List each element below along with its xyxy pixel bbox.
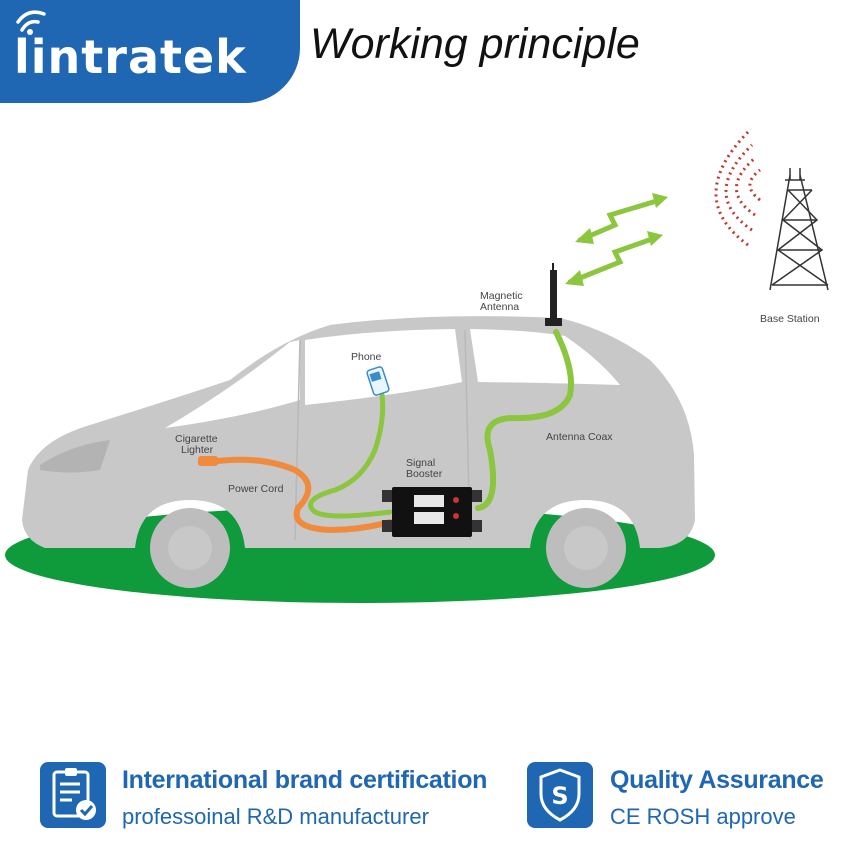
phone-cable bbox=[308, 392, 393, 519]
label-antenna-coax: Antenna Coax bbox=[546, 431, 613, 443]
cigarette-lighter-plug bbox=[198, 456, 218, 466]
car-window-front bbox=[305, 329, 462, 405]
antenna-coax-cable bbox=[475, 329, 575, 511]
clipboard-check-icon bbox=[40, 762, 106, 828]
label-power-cord: Power Cord bbox=[228, 483, 284, 495]
shield-s-icon: S bbox=[527, 762, 593, 828]
magnetic-antenna bbox=[550, 270, 557, 325]
footer-left-title: International brand certification bbox=[122, 766, 488, 794]
phone-device bbox=[366, 366, 390, 396]
car-window-rear bbox=[165, 340, 300, 428]
signal-booster-device bbox=[382, 487, 482, 537]
label-cigarette-lighter: Cigarette Lighter bbox=[175, 433, 218, 456]
radio-waves bbox=[714, 130, 761, 247]
footer-left-subtitle: professoinal R&D manufacturer bbox=[122, 804, 429, 829]
label-base-station: Base Station bbox=[760, 313, 820, 325]
working-principle-diagram bbox=[5, 130, 829, 603]
label-phone: Phone bbox=[351, 351, 382, 363]
power-cord-cable bbox=[207, 456, 393, 534]
car-headlight bbox=[40, 440, 110, 473]
wifi-signal-icon bbox=[16, 10, 46, 35]
footer-right-title: Quality Assurance bbox=[610, 766, 824, 794]
brand-name: lintratek bbox=[14, 30, 247, 84]
label-signal-booster: Signal Booster bbox=[406, 457, 443, 480]
brand-logo-tab: lintratek bbox=[0, 0, 300, 103]
label-magnetic-antenna: Magnetic Antenna bbox=[480, 290, 523, 313]
footer-right-subtitle: CE ROSH approve bbox=[610, 804, 796, 829]
page-title: Working principle bbox=[310, 20, 640, 68]
car-window-side bbox=[470, 329, 620, 385]
base-station-tower bbox=[769, 168, 829, 291]
svg-text:S: S bbox=[551, 782, 568, 810]
signal-arrows bbox=[567, 197, 663, 285]
